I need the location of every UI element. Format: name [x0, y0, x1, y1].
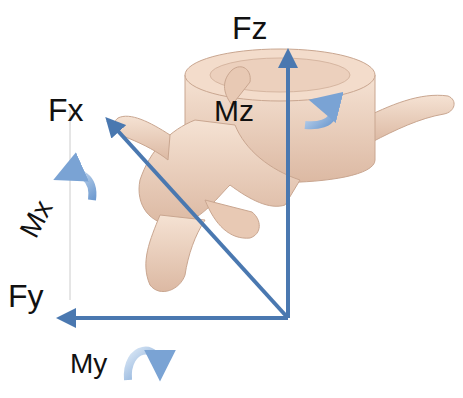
force-axis	[60, 316, 288, 320]
axis-label: Mx	[16, 196, 58, 242]
axis-label: Fy	[8, 280, 44, 312]
moment-arrow	[62, 173, 92, 200]
endplate	[185, 49, 375, 101]
force-axis	[286, 52, 290, 318]
force-axis	[108, 120, 288, 318]
axis-label: Fz	[232, 12, 268, 44]
moment-arrow	[305, 102, 332, 125]
axis-label: Fx	[48, 94, 84, 126]
articular-process	[205, 200, 259, 238]
spinous-process	[146, 215, 205, 292]
moment-arrow	[128, 351, 160, 380]
guide-line	[70, 110, 71, 300]
axis-label: Mz	[214, 96, 254, 126]
axis-label: My	[70, 350, 107, 378]
